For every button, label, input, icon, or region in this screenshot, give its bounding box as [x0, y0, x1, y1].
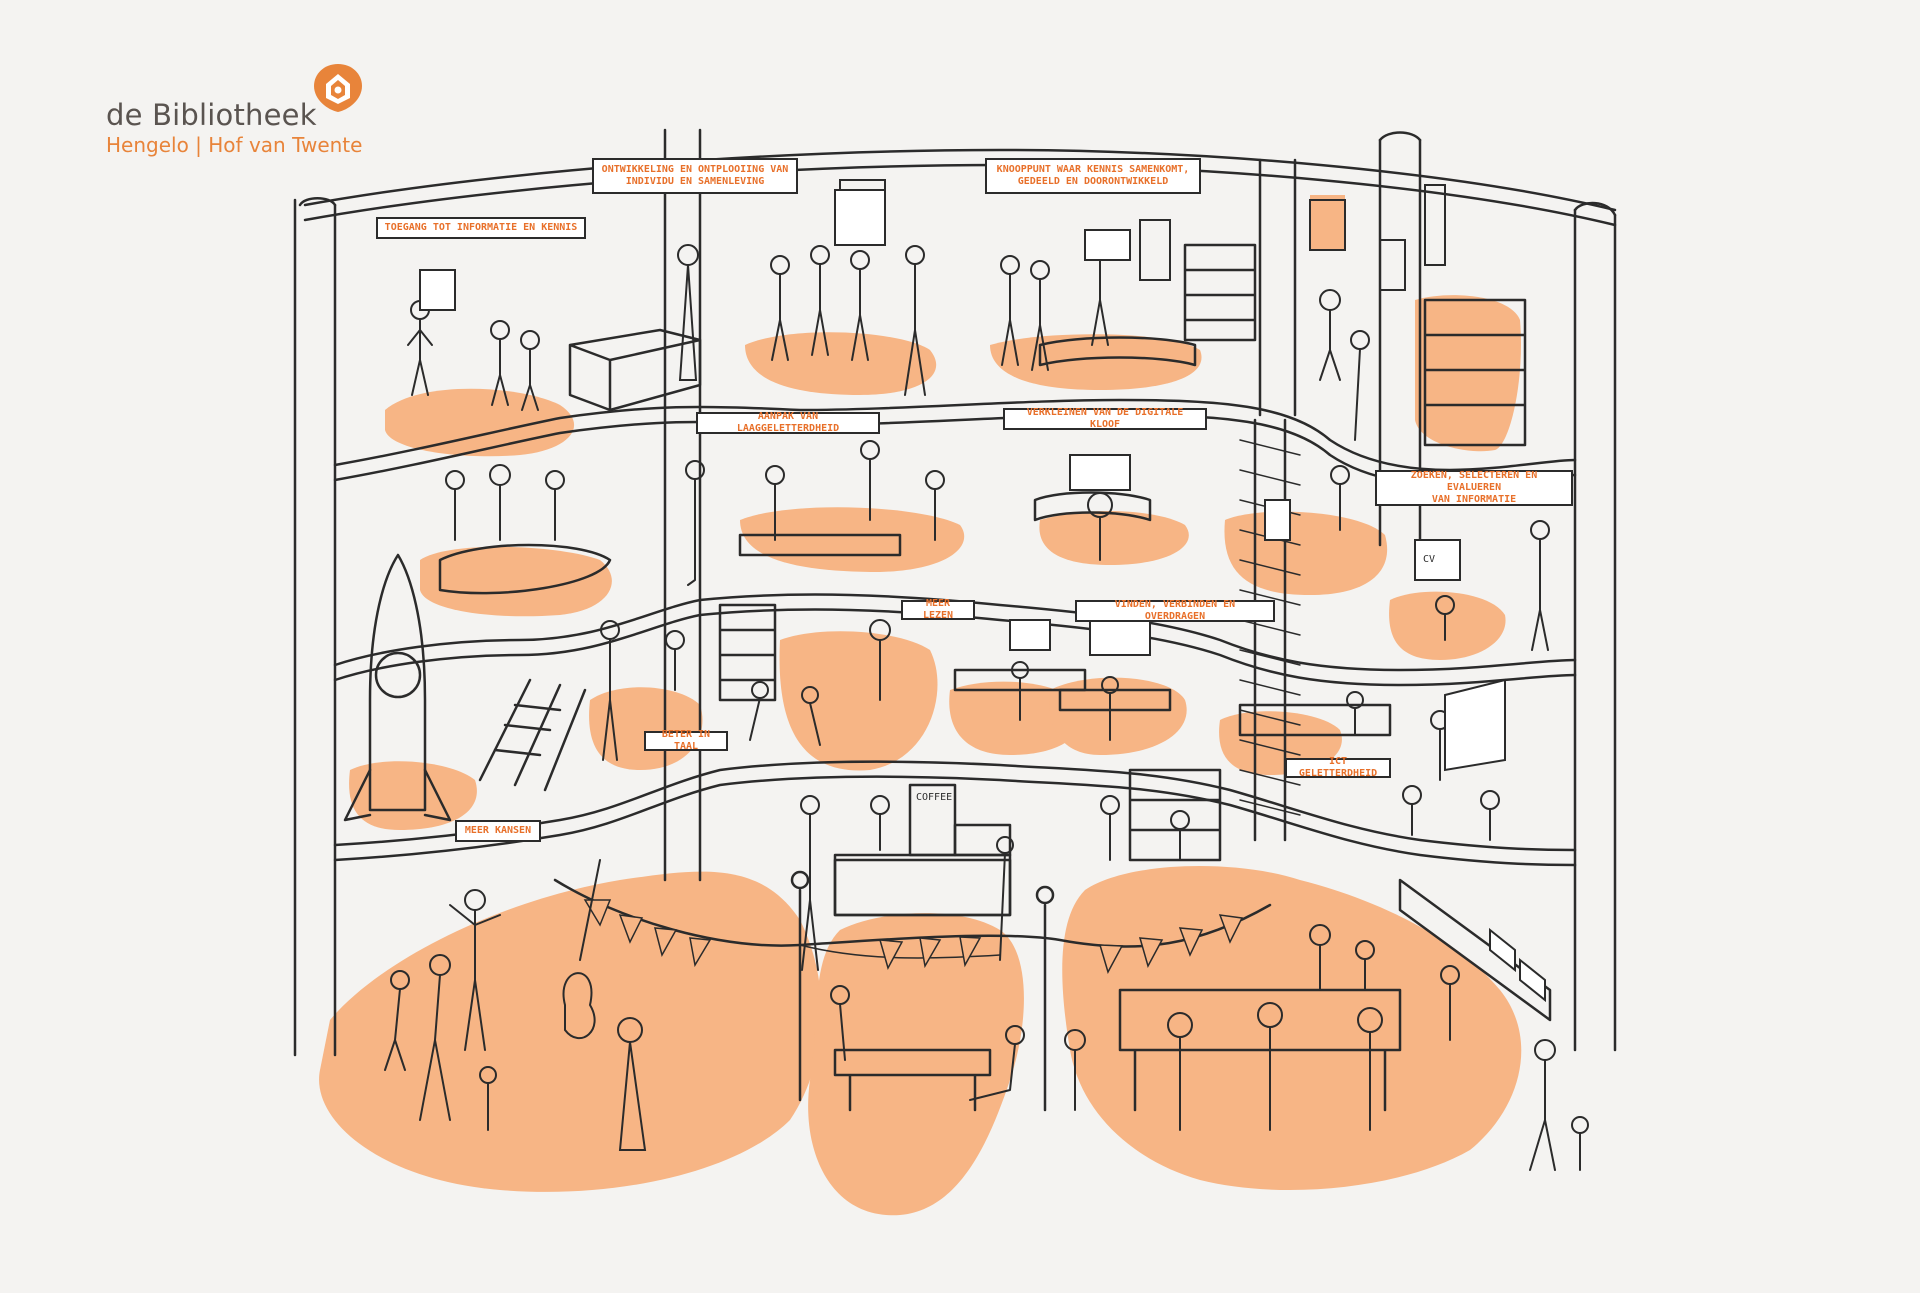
brand-subtitle: Hengelo | Hof van Twente: [106, 133, 363, 157]
label-aanpak: AANPAK VAN LAAGGELETTERDHEID: [696, 411, 880, 434]
label-verkleinen: VERKLEINEN VAN DE DIGITALE KLOOF: [1003, 407, 1207, 430]
label-zoeken: ZOEKEN, SELECTEREN EN EVALUEREN VAN INFO…: [1375, 470, 1573, 506]
brand-name: de Bibliotheek: [106, 98, 317, 132]
people-figures: [384, 235, 1589, 1171]
wall-frames: [839, 179, 1446, 291]
scene-text: COFFEE CV: [916, 554, 1435, 803]
cv-screen-text: CV: [1423, 554, 1435, 565]
label-ict: ICT GELETTERDHEID: [1285, 756, 1391, 779]
coffee-sign: COFFEE: [916, 792, 952, 803]
label-beter-in-taal: BETER IN TAAL: [644, 729, 728, 752]
label-vinden: VINDEN, VERBINDEN EN OVERDRAGEN: [1075, 599, 1275, 622]
label-knooppunt: KNOOPPUNT WAAR KENNIS SAMENKOMT, GEDEELD…: [985, 158, 1201, 194]
label-ontwikkeling: ONTWIKKELING EN ONTPLOOIING VAN INDIVIDU…: [592, 158, 798, 194]
label-toegang: TOEGANG TOT INFORMATIE EN KENNIS: [376, 217, 586, 239]
bunting-flags: [583, 899, 1244, 974]
brand-header: de Bibliotheek Hengelo | Hof van Twente: [106, 62, 426, 162]
label-meer-lezen: MEER LEZEN: [901, 598, 975, 621]
screens-and-devices: [419, 189, 1546, 1003]
library-shield-logo-icon: [314, 64, 362, 112]
label-meer-kansen: MEER KANSEN: [455, 820, 541, 842]
